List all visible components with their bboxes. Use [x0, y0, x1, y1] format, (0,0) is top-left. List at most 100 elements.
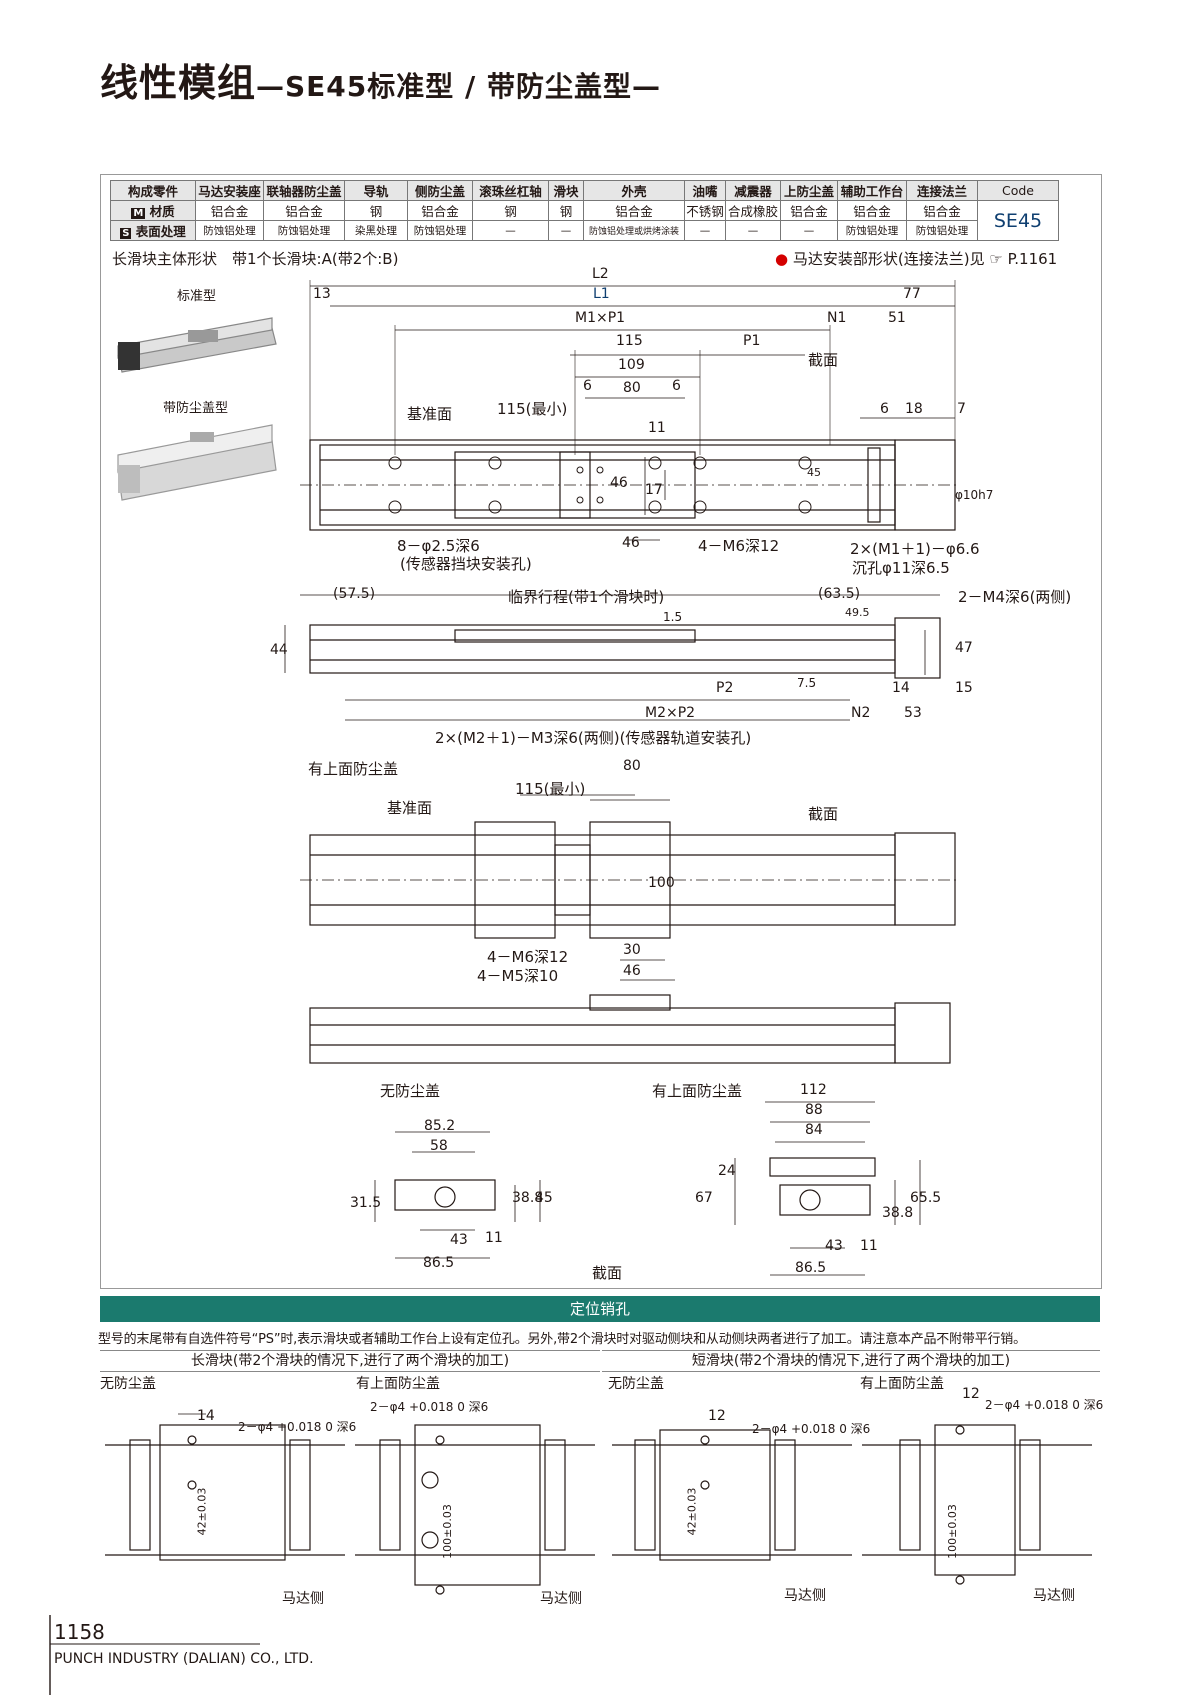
motor-side-a: 马达侧	[282, 1591, 324, 1607]
company-name: PUNCH INDUSTRY (DALIAN) CO., LTD.	[54, 1651, 314, 1667]
dim-58: 58	[430, 1138, 448, 1154]
pin-dim-42a: 42±0.03	[195, 1487, 209, 1536]
part-cell: 马达安装座	[195, 180, 264, 201]
header-subtitle: BALLSCREW ACTUATOR—SE45 STANDARD TYPE / …	[100, 113, 805, 135]
dim-13: 13	[313, 286, 331, 302]
part-cell: 导轨	[344, 180, 408, 201]
dim-P2: P2	[716, 680, 734, 696]
dim-112: 112	[800, 1082, 827, 1098]
dim-77: 77	[903, 286, 921, 302]
dim-L1: L1	[593, 286, 610, 302]
pin-drawing-4	[862, 1424, 1092, 1585]
dim-7-5: 7.5	[797, 676, 817, 690]
dim-57: (57.5)	[333, 586, 376, 602]
dim-L2: L2	[592, 266, 609, 282]
part-cell: 侧防尘盖	[407, 180, 473, 201]
pin-dim-14: 14	[197, 1408, 215, 1424]
dim-N1: N1	[827, 310, 847, 326]
finish-cell: —	[684, 220, 726, 241]
pin-drawing-2	[355, 1424, 595, 1595]
part-cell: 联轴器防尘盖	[263, 180, 345, 201]
pin-dim-42b: 42±0.03	[685, 1487, 699, 1536]
pin-with-cover-a: 有上面防尘盖	[356, 1376, 440, 1392]
pin-with-cover-b: 有上面防尘盖	[860, 1376, 944, 1392]
pin-hole-d: 2－φ4 +0.018 0 深6	[985, 1398, 1104, 1412]
finish-label: 表面处理	[135, 224, 186, 239]
pin-hole-c: 2－φ4 +0.018 0 深6	[752, 1422, 871, 1436]
label-m5: 4－M5深10	[477, 967, 559, 985]
mount-holes	[388, 456, 812, 514]
material-cell: 合成橡胶	[725, 200, 781, 221]
long-block-header: 长滑块(带2个滑块的情况下,进行了两个滑块的加工)	[100, 1350, 600, 1372]
part-cell: 油嘴	[684, 180, 726, 201]
motor-ref: ● 马达安装部形状(连接法兰)见 ☞ P.1161	[775, 250, 1058, 268]
label-section-b: 截面	[808, 805, 839, 823]
dim-100: 100	[648, 875, 675, 891]
finish-cell: 防蚀铝处理	[407, 220, 473, 241]
dim-63: (63.5)	[818, 586, 861, 602]
motor-side-d: 马达侧	[1033, 1588, 1075, 1604]
dim-38-8: 38.8	[512, 1190, 544, 1206]
label-with-top-cover: 有上面防尘盖	[308, 760, 399, 778]
dim-80: 80	[623, 380, 641, 396]
label-m6: 4－M6深12	[698, 537, 780, 555]
dim-53: 53	[904, 705, 922, 721]
motor-side-c: 马达侧	[784, 1588, 826, 1604]
dim-67: 67	[695, 1190, 713, 1206]
label-hole-cb: 沉孔φ11深6.5	[852, 559, 950, 577]
title-en: BALLSCREW ACTUATOR	[100, 113, 356, 135]
dim-P1: P1	[743, 333, 761, 349]
cross-section-no-cover	[374, 1131, 541, 1259]
dim-15: 15	[955, 680, 973, 696]
dim-M2P2: M2×P2	[645, 705, 696, 721]
dim-1-5: 1.5	[663, 610, 683, 624]
pin-dim-12b: 12	[962, 1386, 980, 1402]
part-cell: 辅助工作台	[837, 180, 907, 201]
finish-cell: —	[548, 220, 584, 241]
dim-38-8b: 38.8	[882, 1205, 914, 1221]
dim-43: 43	[450, 1232, 468, 1248]
dim-30: 30	[623, 942, 641, 958]
page-number: 1158	[54, 1620, 105, 1644]
dim-N2: N2	[851, 705, 871, 721]
dim-11b: 11	[485, 1230, 503, 1246]
label-hole-8-note: (传感器挡块安装孔)	[400, 555, 532, 573]
row-label-parts: 构成零件	[110, 180, 196, 201]
drawing-frame	[100, 174, 1102, 1289]
dim-31-5: 31.5	[350, 1195, 382, 1211]
dim-46h: 46	[622, 535, 640, 551]
row-label-material: M 材质	[110, 200, 196, 221]
dim-phi10: φ10h7	[955, 488, 994, 502]
finish-cell: 防蚀铝处理	[906, 220, 978, 241]
label-m3: 2×(M2＋1)－M3深6(两侧)(传感器轨道安装孔)	[435, 729, 752, 747]
dim-17: 17	[645, 482, 663, 498]
pin-no-cover-a: 无防尘盖	[100, 1376, 156, 1392]
dim-6a: 6	[583, 378, 592, 394]
dim-115-min-b: 115(最小)	[515, 780, 586, 798]
spec-table: 构成零件 马达安装座 联轴器防尘盖 导轨 侧防尘盖 滚珠丝杠轴 滑块 外壳 油嘴…	[110, 180, 1059, 241]
finish-cell: 防蚀铝处理	[195, 220, 264, 241]
material-cell: 铝合金	[195, 200, 264, 221]
finish-cell: 防蚀铝处理或烘烤涂装	[583, 220, 685, 241]
dim-24: 24	[718, 1163, 736, 1179]
part-cell: 连接法兰	[906, 180, 978, 201]
pin-dim-12a: 12	[708, 1408, 726, 1424]
dim-86-5b: 86.5	[795, 1260, 827, 1276]
finish-cell: 防蚀铝处理	[263, 220, 345, 241]
dim-115-min: 115(最小)	[497, 400, 568, 418]
dim-45b: 45	[535, 1190, 553, 1206]
dim-84: 84	[805, 1122, 823, 1138]
side-view-standard	[284, 594, 941, 721]
dim-109: 109	[618, 357, 645, 373]
row-label-finish: S 表面处理	[110, 220, 196, 241]
short-block-header: 短滑块(带2个滑块的情况下,进行了两个滑块的加工)	[602, 1350, 1100, 1372]
dim-88: 88	[805, 1102, 823, 1118]
dim-43b: 43	[825, 1238, 843, 1254]
label-datum-b: 基准面	[387, 799, 433, 817]
dim-44: 44	[270, 642, 288, 658]
finish-cell: 染黑处理	[344, 220, 408, 241]
dim-14: 14	[892, 680, 910, 696]
dim-80b: 80	[623, 758, 641, 774]
motor-ref-page: P.1161	[1007, 250, 1058, 268]
dim-11: 11	[648, 420, 666, 436]
